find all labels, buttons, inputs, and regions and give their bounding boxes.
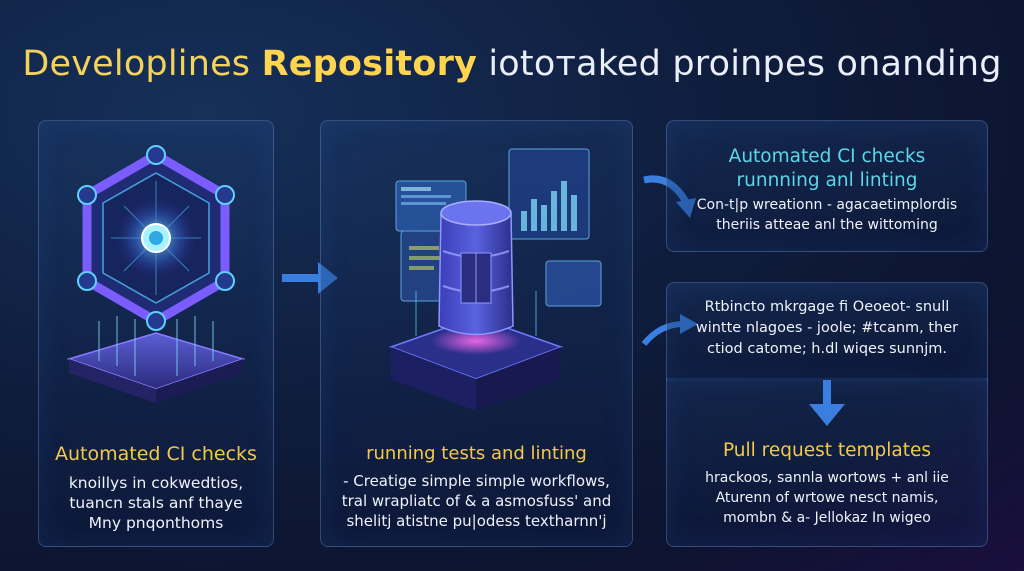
- mid-right-panel-line: Rtbincto mkrgage fi Oeoeot- snull: [704, 299, 950, 315]
- center-panel: running tests and linting - Creatige sim…: [320, 120, 633, 547]
- center-panel-body: - Creatige simple simple workflows, tral…: [321, 471, 632, 531]
- left-panel-line: tuancn stals anf thaye: [69, 494, 243, 512]
- mid-right-panel-line: wintte nlagoes - joole; #tcanm, ther: [695, 320, 959, 336]
- mid-right-panel-line: ctiod catome; h.dl wiqes sunnjm.: [706, 341, 948, 357]
- top-right-panel-body: Con-t|p wreationn - agacaetimplordis the…: [667, 195, 987, 235]
- top-right-panel: Automated CI checks runnning anl linting…: [666, 120, 988, 252]
- bottom-right-panel-heading: Pull request templates: [722, 440, 932, 461]
- arrow-right-icon: [282, 262, 338, 294]
- center-panel-heading: running tests and linting: [366, 443, 587, 464]
- top-right-heading-line: Automated CI checks: [728, 146, 926, 167]
- arrow-down-icon: [809, 380, 845, 426]
- title-part-3: iotoтaked proinpes onanding: [477, 44, 1002, 84]
- title-part-2: Repository: [261, 44, 478, 84]
- center-panel-line: shelitj atistne pu|odess textharnn'j: [346, 512, 607, 530]
- bottom-right-panel-line: hrackoos, sannla wortows + anl iie: [705, 470, 949, 486]
- title-part-1: Developlines: [22, 44, 262, 84]
- top-right-panel-heading: Automated CI checks runnning anl linting: [667, 145, 987, 193]
- top-right-panel-line: Con-t|p wreationn - agacaetimplordis: [696, 197, 958, 213]
- top-right-heading-line: runnning anl linting: [736, 170, 918, 191]
- page-title: Developlines Repository iotoтaked proinp…: [0, 44, 1024, 84]
- left-panel-line: knoillys in cokwedtios,: [68, 474, 244, 492]
- left-panel-body: knoillys in cokwedtios, tuancn stals anf…: [39, 473, 273, 533]
- arrow-right-icon: [643, 175, 696, 218]
- left-panel: Automated CI checks knoillys in cokwedti…: [38, 120, 274, 547]
- bottom-right-panel: Pull request templates hrackoos, sannla …: [666, 378, 988, 547]
- bottom-right-panel-body: hrackoos, sannla wortows + anl iie Ature…: [667, 468, 987, 528]
- bottom-right-panel-line: Aturenn of wrtowe nesct namis,: [715, 490, 939, 506]
- mid-right-panel: Rtbincto mkrgage fi Oeoeot- snull wintte…: [666, 282, 988, 381]
- left-panel-heading: Automated CI checks: [55, 443, 257, 465]
- mid-right-panel-body: Rtbincto mkrgage fi Oeoeot- snull wintte…: [667, 297, 987, 360]
- hexagon-chip-icon: [66, 145, 246, 403]
- center-panel-line: tral wrapliatc of & a asmosfuss' and: [341, 492, 612, 510]
- server-icon: [388, 148, 602, 411]
- top-right-panel-line: theriis atteae anl the wittoming: [716, 217, 938, 233]
- bottom-right-panel-line: mombn & a- Jellokaz In wigeo: [723, 510, 931, 526]
- left-panel-line: Mny pnqonthoms: [88, 514, 224, 532]
- center-panel-line: - Creatige simple simple workflows,: [343, 472, 610, 490]
- arrow-right-icon: [641, 314, 698, 346]
